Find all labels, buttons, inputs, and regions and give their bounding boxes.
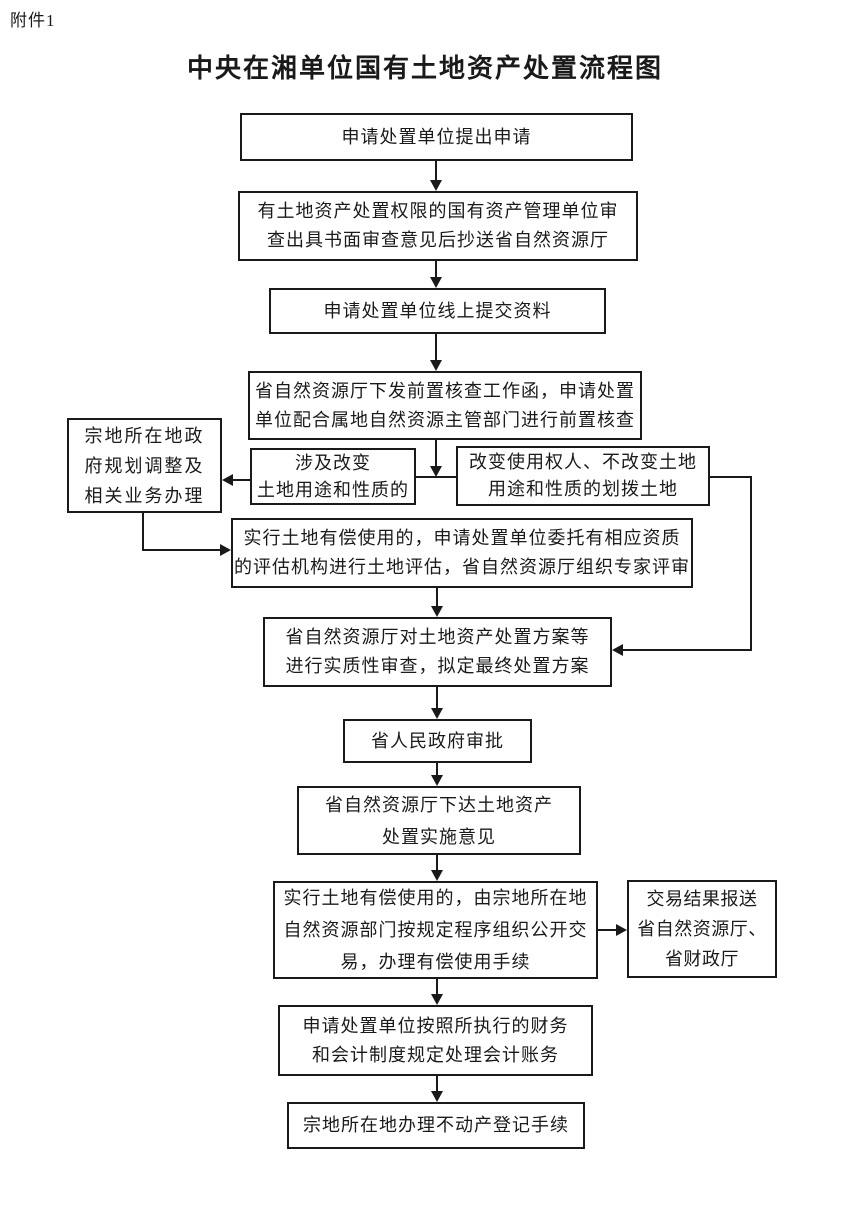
connector-valuation-to-review-arrowhead [431,606,443,617]
node-report-result-line1: 交易结果报送 [646,889,758,909]
node-change-use-line2: 土地用途和性质的 [257,479,409,500]
node-no-change-use-line1: 改变使用权人、不改变土地 [469,452,697,472]
node-local-planning-line1: 宗地所在地政 [84,425,205,446]
node-authority-review-line2: 查出具书面审查意见后抄送省自然资源厅 [267,230,609,250]
node-provincial-approval-text: 省人民政府审批 [371,730,504,751]
connector-planning-to-valuation-hline [142,549,220,551]
node-registration-text: 宗地所在地办理不动产登记手续 [303,1115,569,1135]
node-implementation-opinion: 省自然资源厅下达土地资产 处置实施意见 [297,786,581,855]
node-apply: 申请处置单位提出申请 [240,113,633,161]
node-valuation: 实行土地有偿使用的，申请处置单位委托有相应资质 的评估机构进行土地评估，省自然资… [231,518,693,588]
connector-trading-to-accounting-line [436,979,438,994]
node-public-trading-line2: 自然资源部门按规定程序组织公开交 [283,920,588,940]
connector-changeuse-to-planning-line [233,479,250,481]
node-authority-review: 有土地资产处置权限的国有资产管理单位审 查出具书面审查意见后抄送省自然资源厅 [238,191,638,261]
node-public-trading-line1: 实行土地有偿使用的，由宗地所在地 [283,888,588,908]
connector-opinion-to-trading-arrowhead [431,870,443,881]
connector-trading-to-accounting-arrowhead [431,994,443,1005]
node-authority-review-line1: 有土地资产处置权限的国有资产管理单位审 [257,201,619,221]
connector-trading-to-report-arrowhead [616,924,627,936]
node-pre-check-line2: 单位配合属地自然资源主管部门进行前置核查 [255,409,635,430]
node-no-change-use-line2: 用途和性质的划拨土地 [488,479,678,499]
page-title: 中央在湘单位国有土地资产处置流程图 [186,54,663,83]
node-local-planning: 宗地所在地政 府规划调整及 相关业务办理 [67,418,222,513]
node-report-result: 交易结果报送 省自然资源厅、 省财政厅 [627,880,777,978]
node-apply-text: 申请处置单位提出申请 [341,126,532,147]
node-accounting-line2: 和会计制度规定处理会计账务 [312,1044,559,1065]
node-implementation-opinion-line1: 省自然资源厅下达土地资产 [325,794,553,815]
node-report-result-line2: 省自然资源厅、 [637,919,767,939]
connector-planning-to-valuation-arrowhead [220,544,231,556]
node-substantive-review-line1: 省自然资源厅对土地资产处置方案等 [285,627,590,647]
node-accounting: 申请处置单位按照所执行的财务 和会计制度规定处理会计账务 [278,1005,593,1076]
connector-nochange-to-review-hline1 [710,476,752,478]
connector-nochange-to-review-arrowhead [612,644,623,656]
connector-nochange-to-review-vline [750,476,752,651]
node-report-result-line3: 省财政厅 [665,949,739,969]
node-pre-check-line1: 省自然资源厅下发前置核查工作函，申请处置 [255,380,635,401]
connector-accounting-to-registration-line [436,1076,438,1091]
node-accounting-line1: 申请处置单位按照所执行的财务 [302,1015,569,1036]
node-implementation-opinion-line2: 处置实施意见 [382,826,496,847]
attachment-label: 附件1 [10,11,56,30]
branch-junction-line [416,476,456,478]
connector-changeuse-to-planning-arrowhead [222,474,233,486]
connector-opinion-to-trading-line [436,855,438,870]
connector-approval-to-opinion-arrowhead [431,775,443,786]
node-pre-check: 省自然资源厅下发前置核查工作函，申请处置 单位配合属地自然资源主管部门进行前置核… [248,371,642,440]
node-change-use: 涉及改变 土地用途和性质的 [250,448,416,505]
node-no-change-use: 改变使用权人、不改变土地 用途和性质的划拨土地 [456,446,710,506]
connector-review-to-approval-line [436,687,438,708]
connector-submit-to-precheck-line [435,334,437,360]
node-valuation-line1: 实行土地有偿使用的，申请处置单位委托有相应资质 [243,528,681,548]
node-local-planning-line3: 相关业务办理 [84,485,205,506]
connector-planning-to-valuation-vline [142,513,144,551]
connector-review-to-approval-arrowhead [431,708,443,719]
node-valuation-line2: 的评估机构进行土地评估，省自然资源厅组织专家评审 [234,557,690,577]
node-public-trading-line3: 易，办理有偿使用手续 [340,952,531,972]
connector-nochange-to-review-hline2 [623,649,751,651]
connector-valuation-to-review-line [436,588,438,606]
connector-precheck-to-branch-line [435,440,437,466]
node-change-use-line1: 涉及改变 [295,452,371,473]
node-substantive-review: 省自然资源厅对土地资产处置方案等 进行实质性审查，拟定最终处置方案 [263,617,612,687]
node-local-planning-line2: 府规划调整及 [84,455,205,476]
node-public-trading: 实行土地有偿使用的，由宗地所在地 自然资源部门按规定程序组织公开交 易，办理有偿… [273,881,598,979]
connector-precheck-to-branch-arrowhead [430,466,442,477]
node-registration: 宗地所在地办理不动产登记手续 [287,1102,585,1149]
connector-accounting-to-registration-arrowhead [431,1091,443,1102]
connector-review-to-submit-line [435,261,437,277]
node-online-submit: 申请处置单位线上提交资料 [269,288,606,334]
connector-submit-to-precheck-arrowhead [430,360,442,371]
node-online-submit-text: 申请处置单位线上提交资料 [323,300,552,321]
connector-apply-to-review-line [435,161,437,180]
node-provincial-approval: 省人民政府审批 [343,719,532,763]
connector-review-to-submit-arrowhead [430,277,442,288]
connector-trading-to-report-line [598,929,616,931]
connector-approval-to-opinion-line [436,763,438,775]
node-substantive-review-line2: 进行实质性审查，拟定最终处置方案 [285,656,590,676]
connector-apply-to-review-arrowhead [430,180,442,191]
